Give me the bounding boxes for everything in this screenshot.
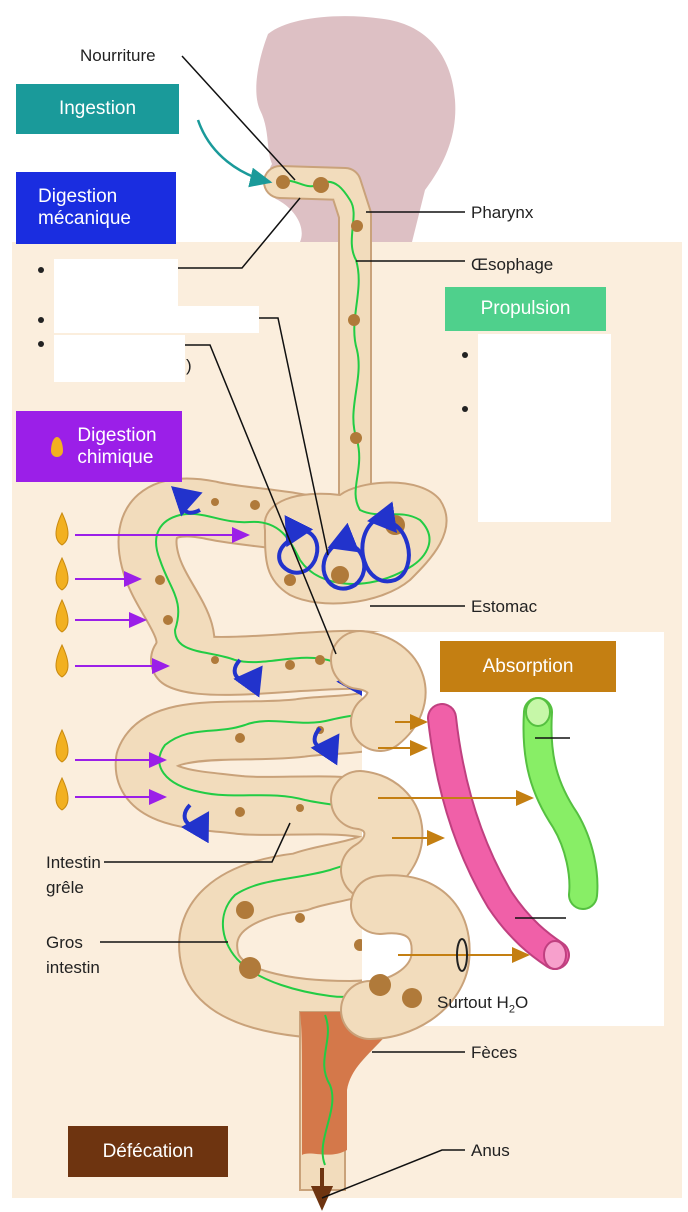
water-drop-icon xyxy=(456,938,468,972)
digestion-mecanique-line1: Digestion xyxy=(38,186,118,207)
label-anus: Anus xyxy=(471,1141,510,1160)
label-surtout-h2o: Surtout H2O xyxy=(437,992,528,1020)
absorption-label: Absorption xyxy=(482,655,574,677)
bullet-3 xyxy=(38,341,44,347)
bullet-2 xyxy=(38,317,44,323)
digestion-mecanique-line2: mécanique xyxy=(38,208,131,229)
digestion-chimique-line2: chimique xyxy=(77,446,154,468)
ingestion-arrow xyxy=(196,119,273,188)
bullet-1 xyxy=(38,267,44,273)
label-intestin-grele-line2: grêle xyxy=(46,878,84,897)
redacted-box-3 xyxy=(54,335,185,382)
digestion-chimique-text: Digestion chimique xyxy=(77,425,156,469)
label-feces: Fèces xyxy=(471,1043,518,1062)
digestion-chimique-line1: Digestion xyxy=(77,424,157,446)
defecation-box: Défécation xyxy=(68,1126,228,1177)
ingestion-label: Ingestion xyxy=(58,98,137,119)
leader-lines xyxy=(100,55,570,1199)
propulsion-redacted xyxy=(478,334,611,522)
label-gros-intestin: Gros intestin xyxy=(46,932,100,978)
redacted-box-1 xyxy=(54,259,178,307)
label-pharynx: Pharynx xyxy=(471,203,534,222)
surtout-sub: 2 xyxy=(508,1003,515,1016)
label-gros-intestin-line1: Gros xyxy=(46,933,83,952)
mixing-spirals xyxy=(170,486,411,844)
absorption-arrows xyxy=(378,714,534,963)
label-intestin-grele-line1: Intestin xyxy=(46,853,101,872)
label-oesophage: Œsophage xyxy=(471,255,554,274)
propulsion-box: Propulsion xyxy=(445,287,606,331)
absorption-box: Absorption xyxy=(440,641,616,692)
propulsion-bullet-1 xyxy=(462,352,468,358)
surtout-h-text: Surtout H xyxy=(437,993,509,1012)
label-nourriture: Nourriture xyxy=(80,46,156,65)
label-intestin-grele: Intestin grêle xyxy=(46,852,101,898)
propulsion-bullet-2 xyxy=(462,406,468,412)
drop-icon xyxy=(51,436,64,457)
redacted-box-2 xyxy=(54,306,259,333)
digestion-chimique-box: Digestion chimique xyxy=(16,411,182,482)
enzyme-arrows xyxy=(75,527,250,805)
digestion-mecanique-box: Digestion mécanique xyxy=(16,172,176,244)
defecation-label: Défécation xyxy=(102,1140,194,1162)
ingestion-box: Ingestion xyxy=(16,84,179,134)
label-estomac: Estomac xyxy=(471,597,538,616)
surtout-o: O xyxy=(514,993,529,1012)
propulsion-label: Propulsion xyxy=(480,298,571,319)
label-gros-intestin-line2: intestin xyxy=(46,958,100,977)
partial-paren: ) xyxy=(186,356,192,375)
